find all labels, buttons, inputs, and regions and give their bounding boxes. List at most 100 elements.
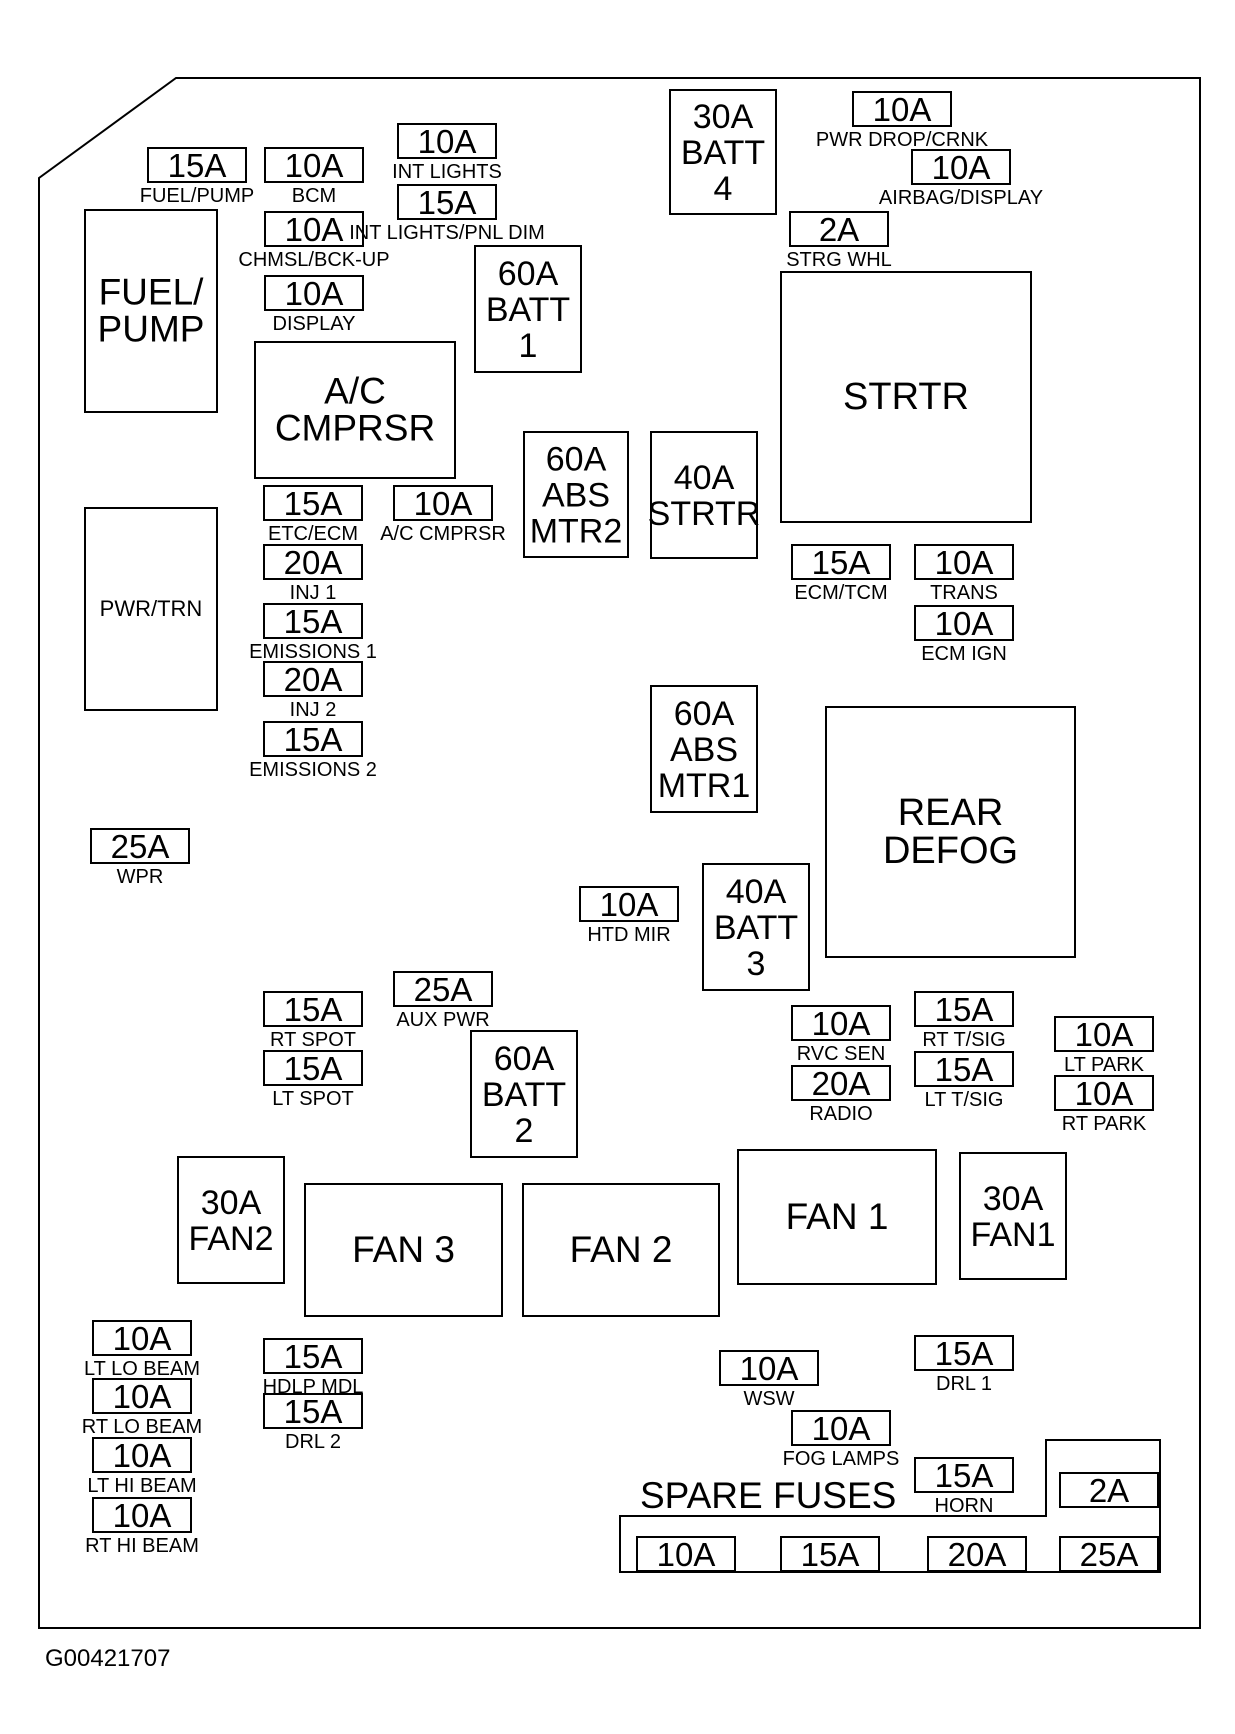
cartridge-fuse-outline	[650, 431, 758, 559]
relay: FAN 2	[522, 1183, 720, 1317]
figure-id: G00421707	[45, 1645, 171, 1672]
mini-fuse-outline	[852, 91, 952, 127]
fuse-rating: 10A	[285, 275, 344, 312]
relay-label: PUMP	[98, 308, 205, 349]
fuse-rating: 10A	[740, 1350, 799, 1387]
mini-fuse-outline	[263, 1393, 363, 1429]
fuse-rating: 15A	[284, 1393, 343, 1430]
mini-fuse-outline	[914, 605, 1014, 641]
fuse-rating: 15A	[284, 1338, 343, 1375]
fuse-rating: 10A	[285, 147, 344, 184]
fuse-rating: 10A	[935, 544, 994, 581]
mini-fuse-outline	[393, 485, 493, 521]
spare-fuse: 2A	[1059, 1472, 1159, 1509]
cartridge-fuse-text: 3	[747, 945, 766, 983]
spare-fuse-rating: 2A	[1089, 1472, 1129, 1509]
fuse-rating: 10A	[113, 1320, 172, 1357]
fuse-label: LT LO BEAM	[84, 1358, 200, 1380]
fuse-rating: 10A	[932, 149, 991, 186]
fuse-label: WPR	[117, 866, 164, 888]
relay: FUEL/PUMP	[84, 209, 218, 413]
fuse-rating: 10A	[600, 886, 659, 923]
cartridge-fuse-text: MTR2	[530, 513, 623, 551]
fuse-rating: 10A	[285, 211, 344, 248]
fuse-label: EMISSIONS 2	[249, 759, 377, 781]
mini-fuse-outline	[911, 149, 1011, 185]
mini-fuse-outline	[791, 1005, 891, 1041]
fuse-rating: 15A	[284, 721, 343, 758]
mini-fuse-outline	[264, 275, 364, 311]
spare-fuse-outline	[780, 1536, 880, 1572]
fuse-rating: 10A	[414, 485, 473, 522]
fuse-label: INT LIGHTS	[392, 161, 502, 183]
mini-fuse-outline	[579, 886, 679, 922]
spare-fuse-rating: 15A	[801, 1536, 860, 1573]
relay-label: DEFOG	[883, 830, 1018, 872]
mini-fuse-outline	[147, 147, 247, 183]
relay-label: PWR/TRN	[100, 596, 203, 621]
fuse-rating: 10A	[113, 1497, 172, 1534]
fuse-label: HDLP MDL	[263, 1376, 364, 1398]
mini-fuse-outline	[92, 1320, 192, 1356]
cartridge-fuse-text: MTR1	[658, 767, 751, 805]
cartridge-fuse-text: BATT	[714, 909, 798, 947]
mini-fuse-outline	[914, 544, 1014, 580]
cartridge-fuse-text: FAN1	[970, 1216, 1055, 1254]
cartridge-fuse-text: 4	[714, 170, 733, 208]
mini-fuse-outline	[397, 184, 497, 220]
fuse-rating: 2A	[819, 211, 859, 248]
cartridge-fuse-text: 30A	[693, 98, 754, 136]
fuse-label: A/C CMPRSR	[380, 523, 506, 545]
cartridge-fuse-text: 60A	[494, 1040, 555, 1078]
mini-fuse-outline	[914, 1457, 1014, 1493]
fuse-label: INJ 2	[290, 699, 337, 721]
fuse-rating: 10A	[935, 605, 994, 642]
relay-outline	[825, 706, 1076, 958]
cartridge-fuse-layer: 30ABATT460ABATT160AABSMTR240ASTRTR60AABS…	[177, 89, 1067, 1284]
relay-label: STRTR	[843, 376, 969, 418]
fuse-rating: 10A	[873, 91, 932, 128]
fuse-label: RT LO BEAM	[82, 1416, 202, 1438]
fuse-label: EMISSIONS 1	[249, 641, 377, 663]
cartridge-fuse-text: ABS	[542, 477, 610, 515]
mini-fuse-outline	[393, 971, 493, 1007]
fuse-label: INT LIGHTS/PNL DIM	[349, 222, 545, 244]
fuse-rating: 15A	[284, 603, 343, 640]
mini-fuse-outline	[263, 991, 363, 1027]
fuse-rating: 20A	[284, 544, 343, 581]
fuse-label: ECM/TCM	[794, 582, 887, 604]
cartridge-fuse-outline	[650, 685, 758, 813]
mini-fuse-outline	[92, 1437, 192, 1473]
cartridge-fuse-text: 1	[519, 327, 538, 365]
cartridge-fuse-text: 30A	[983, 1180, 1044, 1218]
cartridge-fuse-text: STRTR	[648, 495, 761, 533]
fuse-rating: 10A	[1075, 1016, 1134, 1053]
fuse-label: CHMSL/BCK-UP	[238, 249, 389, 271]
fuse-rating: 15A	[284, 991, 343, 1028]
spare-fuse-tray-outline	[619, 1439, 1161, 1573]
cartridge-fuse-text: 30A	[201, 1184, 262, 1222]
cartridge-fuse-outline	[959, 1152, 1067, 1280]
spare-fuse-outline	[1059, 1472, 1159, 1508]
fuse-label: RVC SEN	[797, 1043, 886, 1065]
